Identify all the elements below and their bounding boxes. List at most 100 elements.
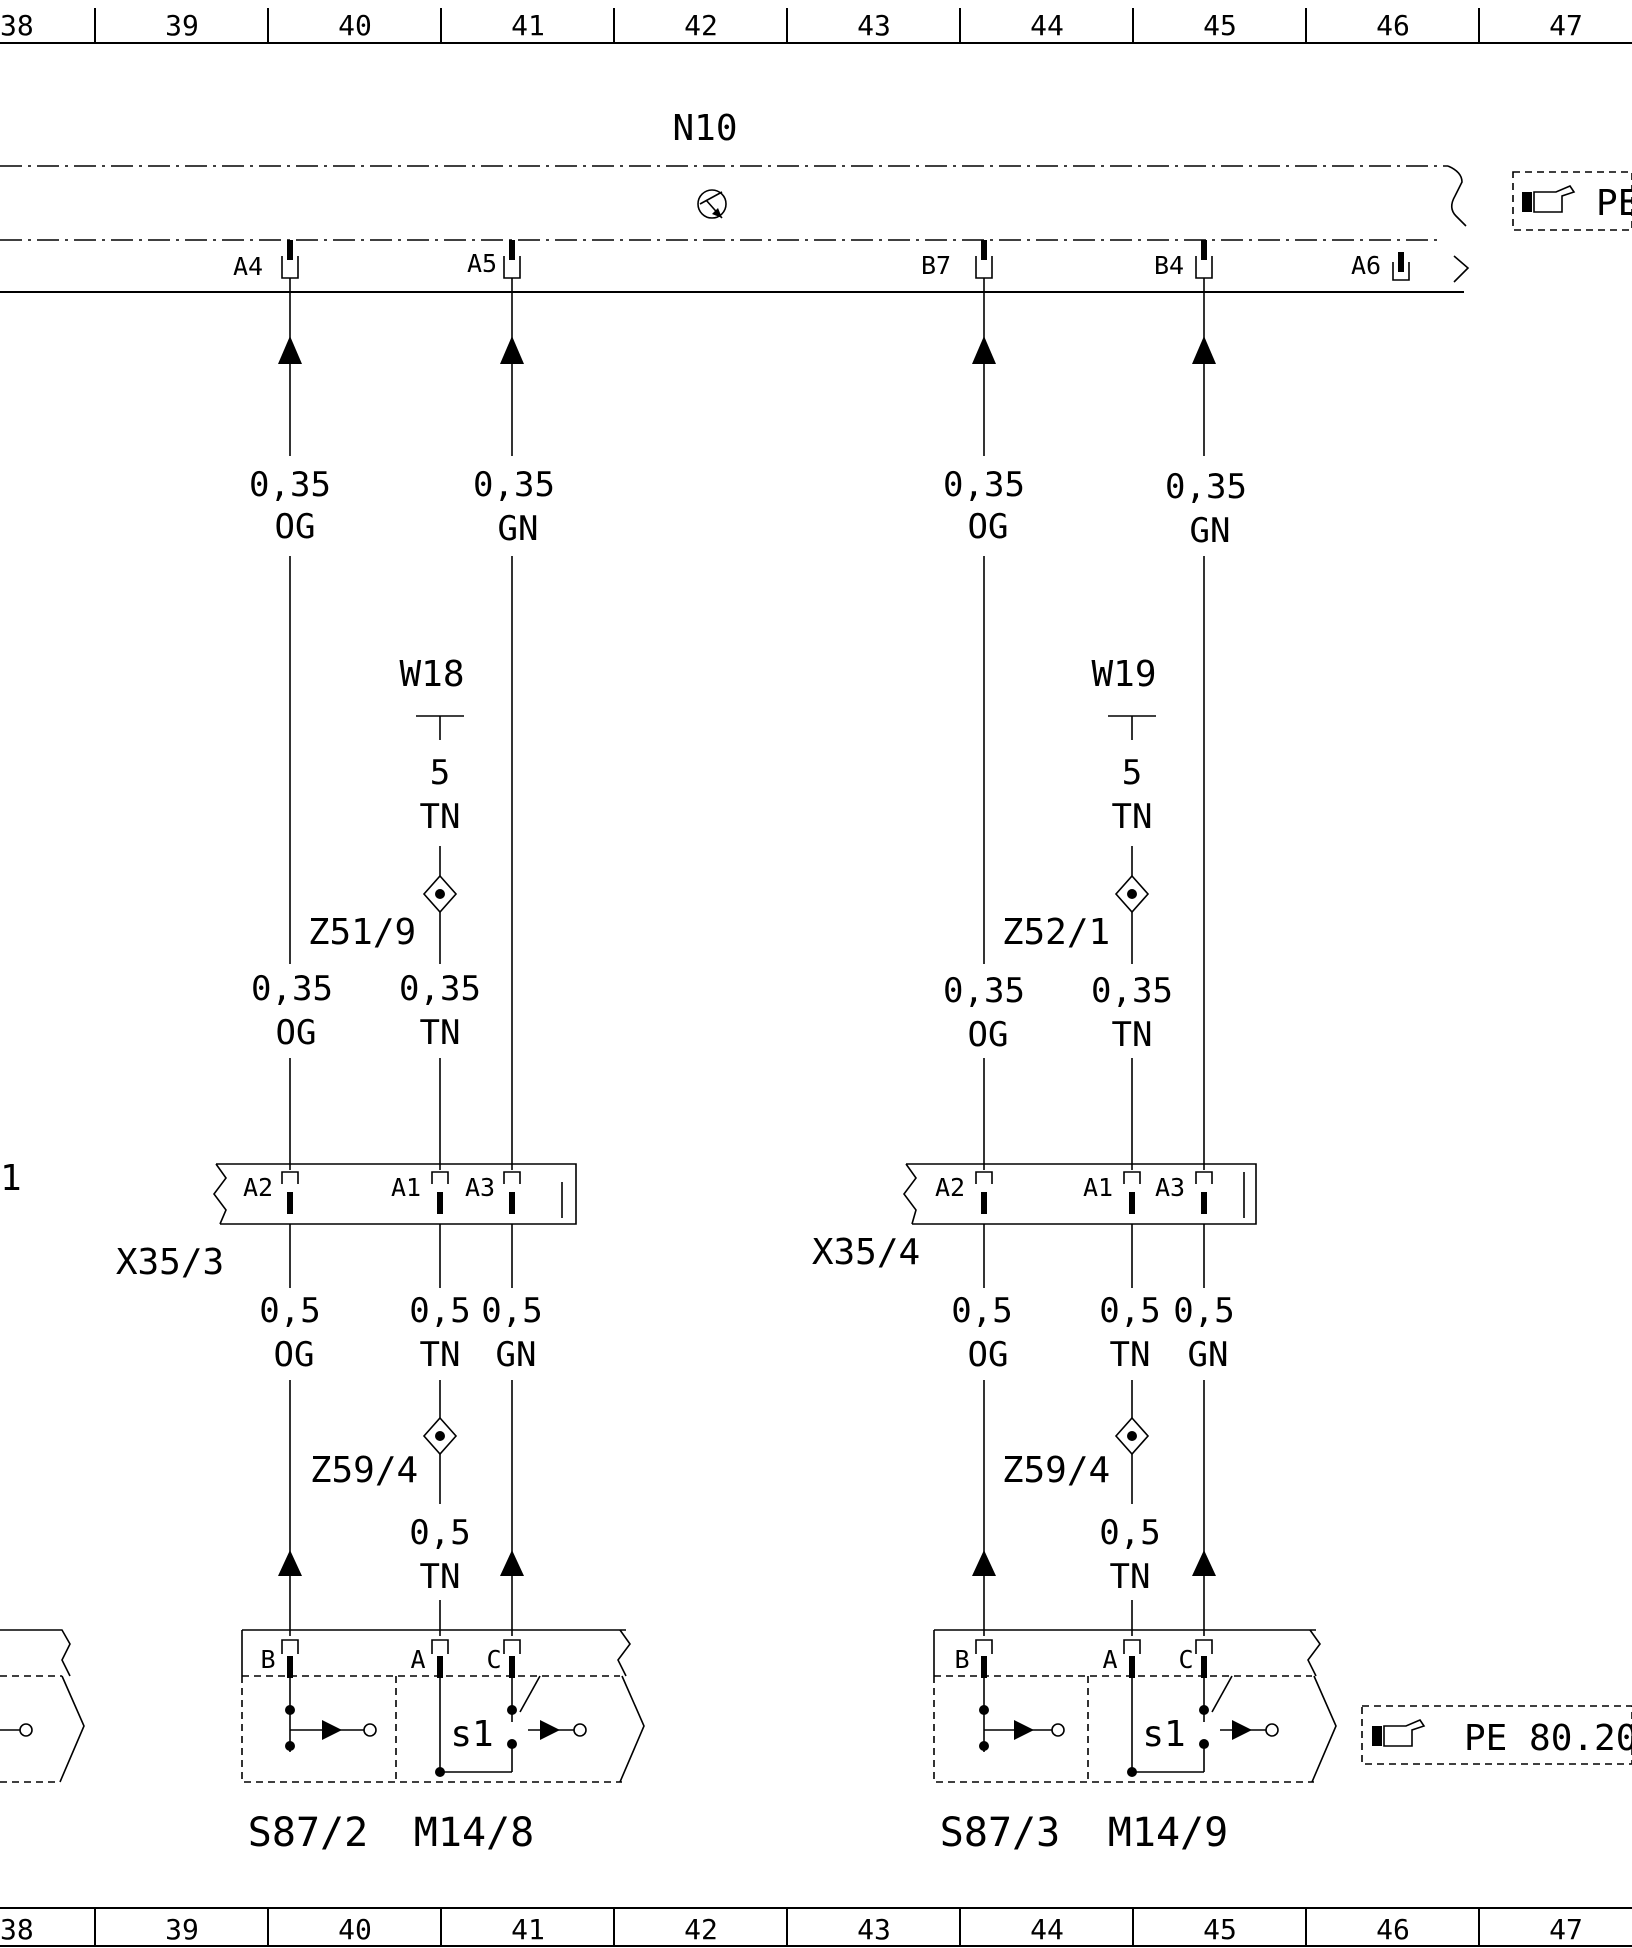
column-number: 42 [684,9,718,42]
reference-box-bottom: PE 80.20- [1361,1705,1632,1765]
shield-wire-size: 5 [430,753,450,793]
switch-arrow-icon [540,1720,560,1740]
pin-label: B7 [921,251,951,280]
column-number: 44 [1030,9,1064,42]
switch-label: s1 [1142,1714,1185,1755]
column-number: 47 [1549,9,1583,42]
component-pin-label: C [486,1645,501,1674]
splice-icon [1114,1416,1150,1456]
component-pin-label: A [410,1645,425,1674]
wire-color: TN [1110,1335,1151,1375]
switch-motor-block-1: B A C s [241,1629,645,1783]
column-number: 44 [1030,1913,1064,1946]
signal-arrow-up [500,336,524,364]
circuit-group-1: 0,35 OG 0,35 GN W18 5 TN Z51/9 0,35 OG 0… [116,278,645,1856]
connector-pin-label: A2 [935,1173,965,1202]
wire-size: 0,5 [951,1291,1012,1331]
switch-name: S87/3 [940,1810,1060,1856]
column-number: 40 [338,1913,372,1946]
shield-name: W19 [1091,654,1156,695]
column-number: 41 [511,1913,545,1946]
switch-name: S87/2 [248,1810,368,1856]
column-number: 42 [684,1913,718,1946]
splice-icon [1114,874,1150,914]
wire-color: OG [275,507,316,547]
shield-wire-color: TN [1112,797,1153,837]
connector-pin-label: A1 [1083,1173,1113,1202]
pin-terminal [1392,252,1410,281]
pin-terminal [1195,240,1213,279]
signal-arrow-up [1192,336,1216,364]
signal-arrow-up [278,1550,302,1576]
connector-pin-label: A1 [391,1173,421,1202]
signal-arrow-up [972,1550,996,1576]
connector-pin-label: A3 [465,1173,495,1202]
wire-color: GN [498,509,539,549]
column-number: 39 [165,1913,199,1946]
switch-motor-block-2: B A C s1 [933,1629,1337,1783]
wire-color: TN [420,1557,461,1597]
splice-name: Z51/9 [308,912,416,953]
wire-size: 0,5 [1099,1513,1160,1553]
wire-size: 0,35 [1165,467,1247,507]
component-pin-label: B [260,1645,275,1674]
column-number: 43 [857,9,891,42]
wire-size: 0,5 [409,1513,470,1553]
electronic-unit-icon [697,189,727,219]
pin-label: A6 [1351,251,1381,280]
column-number: 45 [1203,9,1237,42]
wire-size: 0,35 [1091,971,1173,1011]
connector-x35-3: A2 A1 A3 X35/3 [116,1163,577,1283]
pin-label: A5 [467,249,497,278]
signal-arrow-up [500,1550,524,1576]
wire-color: GN [496,1335,537,1375]
wire-color: TN [420,1013,461,1053]
splice-name: Z59/4 [1002,1450,1110,1491]
wire-color: OG [274,1335,315,1375]
wire-size: 0,35 [251,969,333,1009]
component-pin-label: B [954,1645,969,1674]
wire-size: 0,35 [943,465,1025,505]
column-number: 38 [0,9,34,42]
wire-color: GN [1188,1335,1229,1375]
column-number: 38 [0,1913,34,1946]
reference-text-bottom: PE 80.20- [1464,1718,1632,1759]
column-number: 40 [338,9,372,42]
wire-color: OG [968,1015,1009,1055]
column-number: 39 [165,9,199,42]
shield-name: W18 [399,654,464,695]
connector-name: X35/4 [812,1232,920,1273]
wire-color: OG [276,1013,317,1053]
pin-terminal [975,240,993,279]
column-ruler-top: 38 39 40 41 42 43 44 45 46 47 [0,8,1632,44]
pin-terminal [281,240,299,279]
column-ruler-bottom: 38 39 40 41 42 43 44 45 46 47 [0,1907,1632,1947]
signal-arrow-up [278,336,302,364]
reference-text-top: PE [1596,183,1632,224]
wire-color: TN [1110,1557,1151,1597]
signal-arrow-up [972,336,996,364]
control-unit-n10: N10 PE A4 A5 B7 B4 A6 [0,108,1632,293]
switch-label: s1 [450,1714,493,1755]
motor-name: M14/9 [1108,1810,1228,1856]
motor-name: M14/8 [414,1810,534,1856]
wire-color: TN [1112,1015,1153,1055]
switch-arrow-icon [1232,1720,1252,1740]
wire-size: 0,5 [259,1291,320,1331]
partial-component-left [0,1629,85,1783]
signal-arrow-up [1192,1550,1216,1576]
wire-size: 0,35 [473,465,555,505]
pin-label: A4 [233,252,263,281]
shield-wire-size: 5 [1122,753,1142,793]
pointing-hand-icon [1522,185,1576,213]
wire-size: 0,35 [249,465,331,505]
column-number: 47 [1549,1913,1583,1946]
switch-arrow-icon [1014,1720,1034,1740]
column-number: 41 [511,9,545,42]
component-pin-label: A [1102,1645,1117,1674]
circuit-group-2: 0,35 OG 0,35 GN W19 5 TN Z52/1 0,35 OG 0… [812,278,1337,1856]
splice-name: Z52/1 [1002,912,1110,953]
connector-pin-label: A2 [243,1173,273,1202]
control-unit-name: N10 [672,108,737,149]
